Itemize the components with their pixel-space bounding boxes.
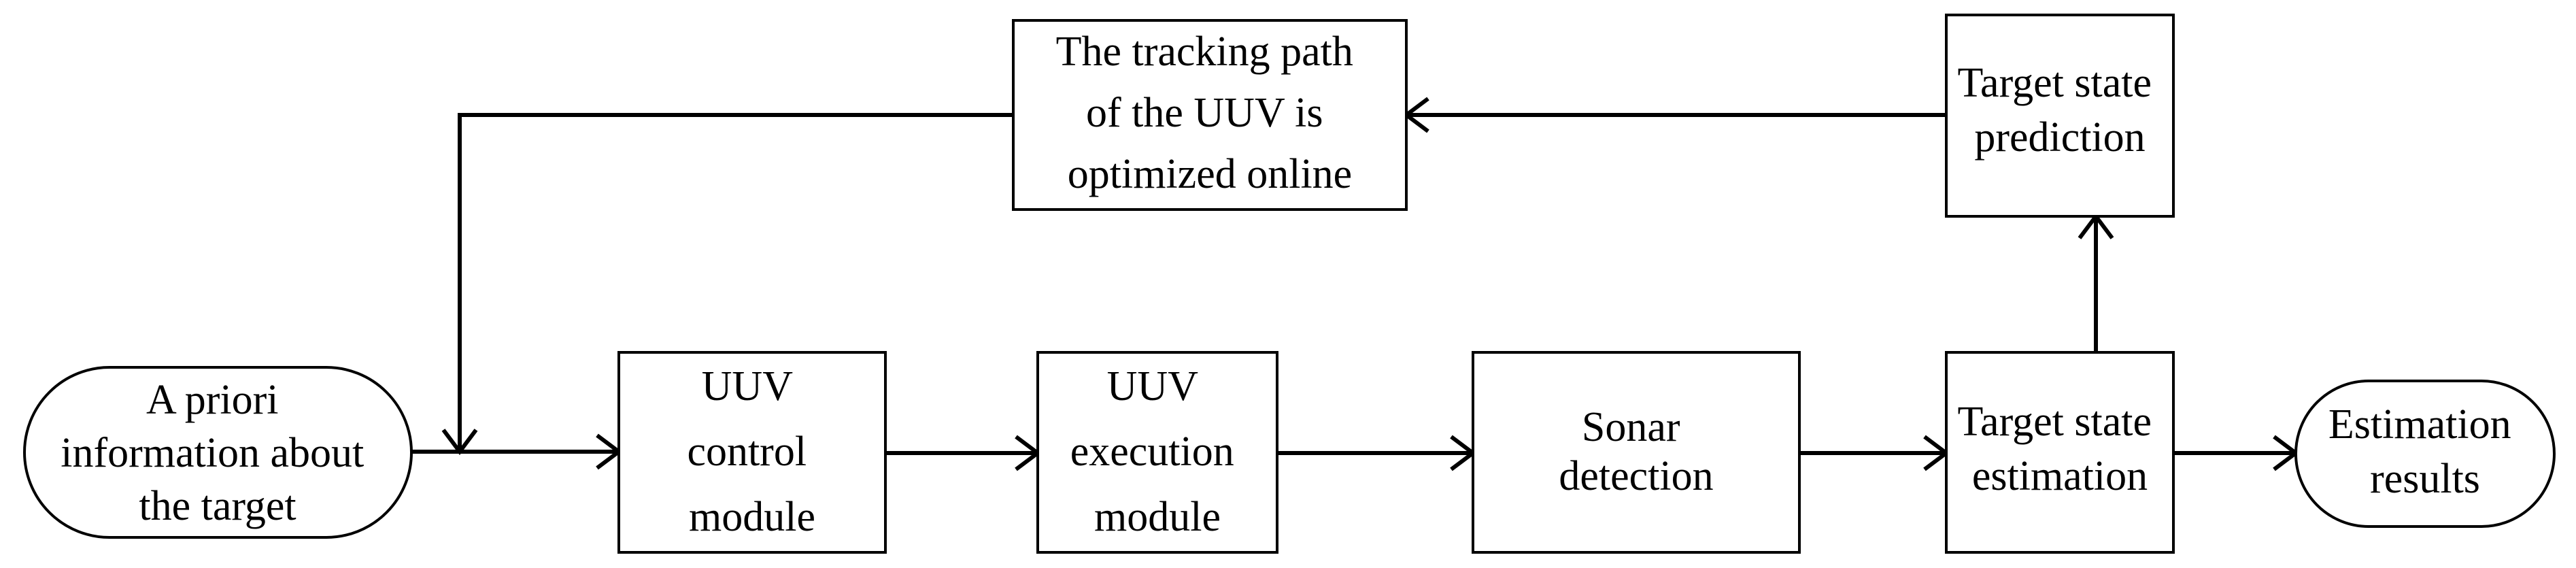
- edge-path-to-prior-feedback: [458, 113, 1013, 452]
- estimation-results-line-1: Estimation: [2328, 401, 2511, 448]
- nodes: A priori information about the target UU…: [23, 14, 2556, 554]
- svg-text:UUV control mo: UUV control module: [687, 363, 817, 540]
- state-estimation-line-2: estimation: [1972, 453, 2148, 499]
- control-module-line-3: module: [689, 494, 815, 540]
- state-prediction-line-1: Target state: [1958, 60, 2152, 106]
- svg-text:Target state estimatio: Target state estimation: [1958, 399, 2163, 499]
- path-optimization-line-3: optimized online: [1068, 151, 1352, 197]
- control-module-line-1: UUV: [702, 363, 794, 410]
- execution-module-line-1: UUV: [1107, 363, 1199, 410]
- estimation-results-line-2: results: [2370, 456, 2480, 502]
- svg-text:Target state predictio: Target state prediction: [1958, 60, 2163, 161]
- execution-module-line-2: execution: [1070, 429, 1234, 475]
- svg-text:The tracking path of t: The tracking path of the UUV is optimize…: [1056, 29, 1364, 197]
- path-optimization-line-2: of the UUV is: [1086, 90, 1323, 136]
- state-estimation-line-1: Target state: [1958, 399, 2152, 445]
- execution-module-line-3: module: [1094, 494, 1221, 540]
- path-optimization-line-1: The tracking path: [1056, 29, 1353, 75]
- svg-text:A priori information a: A priori information about the target: [61, 377, 374, 529]
- node-path-optimization: The tracking path of the UUV is optimize…: [1012, 19, 1408, 211]
- node-control-module: UUV control module: [617, 351, 887, 554]
- state-prediction-line-2: prediction: [1974, 114, 2145, 161]
- sonar-detection-line-1: Sonar: [1582, 404, 1680, 450]
- arrowhead-feedback-junction: [441, 429, 478, 455]
- control-module-line-2: control: [687, 429, 807, 475]
- node-execution-module: UUV execution module: [1036, 351, 1278, 554]
- node-sonar-detection: Sonar detection: [1472, 351, 1801, 554]
- svg-text:Estimation results: Estimation results: [2328, 401, 2522, 502]
- svg-text:Sonar detection: Sonar detection: [1559, 404, 1713, 499]
- svg-text:UUV execution: UUV execution module: [1070, 363, 1245, 540]
- node-state-prediction: Target state prediction: [1945, 14, 2175, 218]
- node-estimation-results: Estimation results: [2294, 380, 2556, 528]
- node-prior-info: A priori information about the target: [23, 366, 413, 539]
- prior-info-line-2: information about: [61, 430, 364, 476]
- sonar-detection-line-2: detection: [1559, 453, 1713, 499]
- prior-info-line-1: A priori: [146, 377, 279, 423]
- prior-info-line-3: the target: [139, 483, 296, 529]
- node-state-estimation: Target state estimation: [1945, 351, 2175, 554]
